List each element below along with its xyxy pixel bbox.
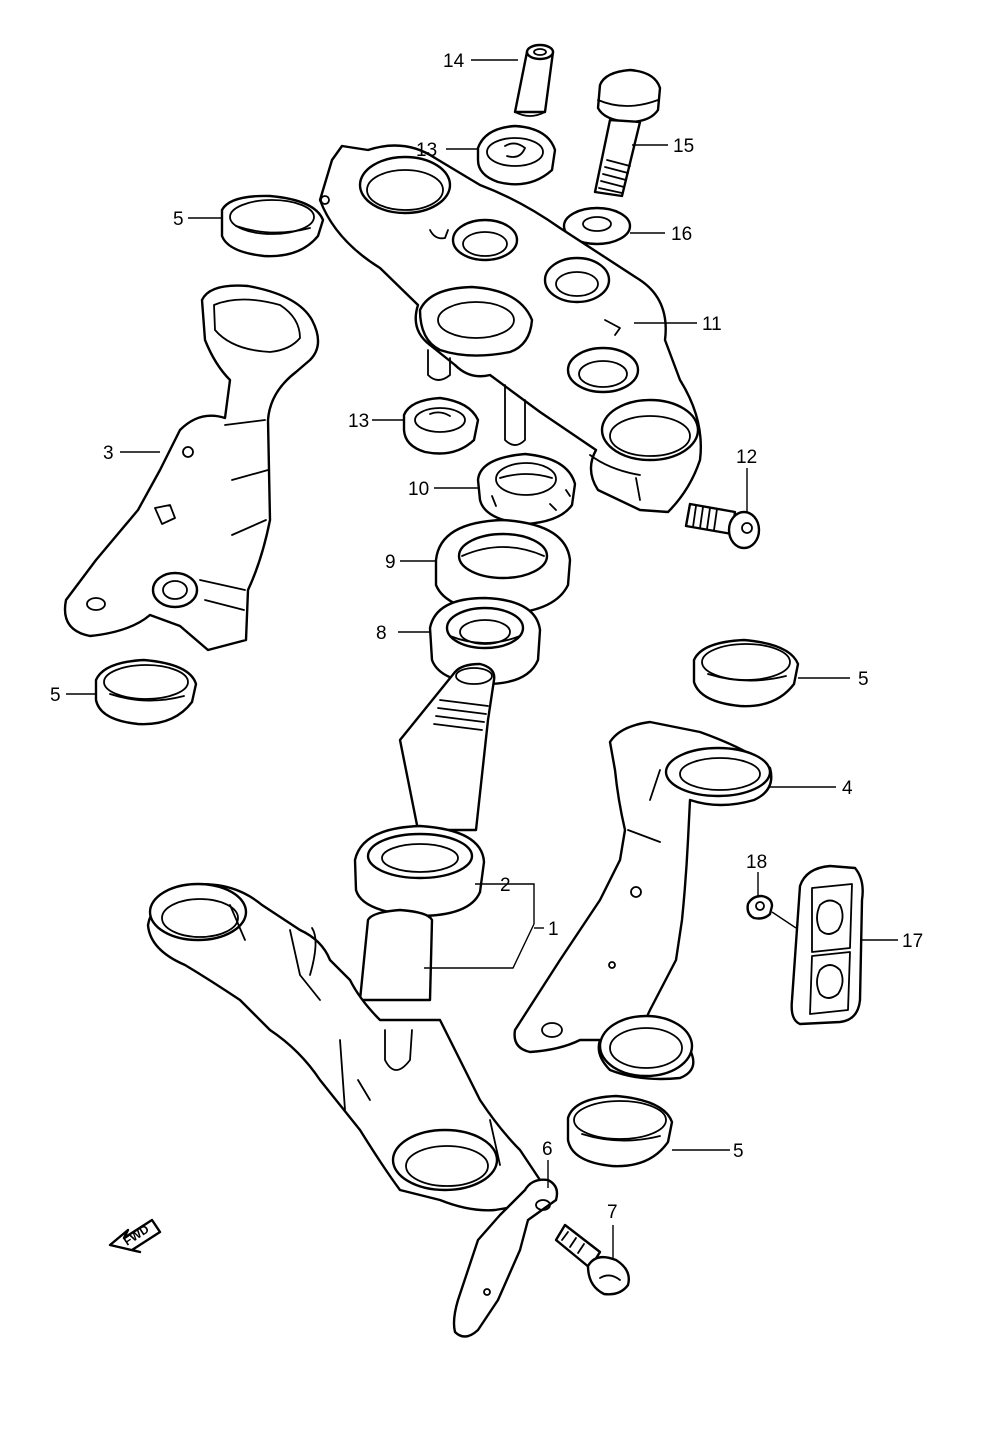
callout-5-top-left: 5 [173,209,184,230]
grommet-part-4 [566,1094,674,1168]
lower-cushion-part [402,396,480,455]
grommet-part-3 [692,638,800,708]
callout-5-right-bottom: 5 [733,1141,744,1162]
forward-direction-arrow: FWD [108,1218,162,1254]
callout-18: 18 [746,852,767,873]
upper-bracket-part [318,144,702,514]
callout-3: 3 [103,443,114,464]
callout-6: 6 [542,1139,553,1160]
callout-13-upper: 13 [416,140,437,161]
nut-part [746,894,774,920]
callout-8: 8 [376,623,387,644]
callout-16: 16 [671,224,692,245]
callout-13-lower: 13 [348,411,369,432]
callout-4: 4 [842,778,853,799]
washer-part [562,206,632,246]
upper-cushion-part [476,124,557,186]
stem-nut-part [476,452,577,526]
callout-2: 2 [500,875,511,896]
grommet-part-1 [220,194,325,258]
callout-15: 15 [673,136,694,157]
callout-17: 17 [902,931,923,952]
lower-stay-part [452,1178,559,1338]
callout-14: 14 [443,51,465,72]
stay-bolt-part [554,1223,630,1296]
left-handlebar-bracket-part [63,284,320,652]
emblem-plate-part [790,864,864,1026]
callout-5-right-top: 5 [858,669,869,690]
grommet-part-2 [94,658,198,726]
clamp-bolt-part [593,68,662,198]
callout-labels: 14 13 15 5 16 11 13 3 12 10 9 8 5 5 4 18… [50,51,923,1223]
pinch-bolt-part [684,502,761,550]
callout-5-left: 5 [50,685,61,706]
callout-1: 1 [548,919,559,940]
callout-10: 10 [408,479,429,500]
callout-12: 12 [736,447,757,468]
steering-stem-part [146,662,543,1212]
dust-seal-part [434,518,572,616]
callout-9: 9 [385,552,396,573]
callout-7: 7 [607,1202,618,1223]
right-handlebar-bracket-part [513,720,773,1081]
callout-11: 11 [702,314,722,335]
upper-bearing-part [428,596,542,686]
spacer-tube-part [513,43,555,117]
leader-lines [66,59,898,1260]
